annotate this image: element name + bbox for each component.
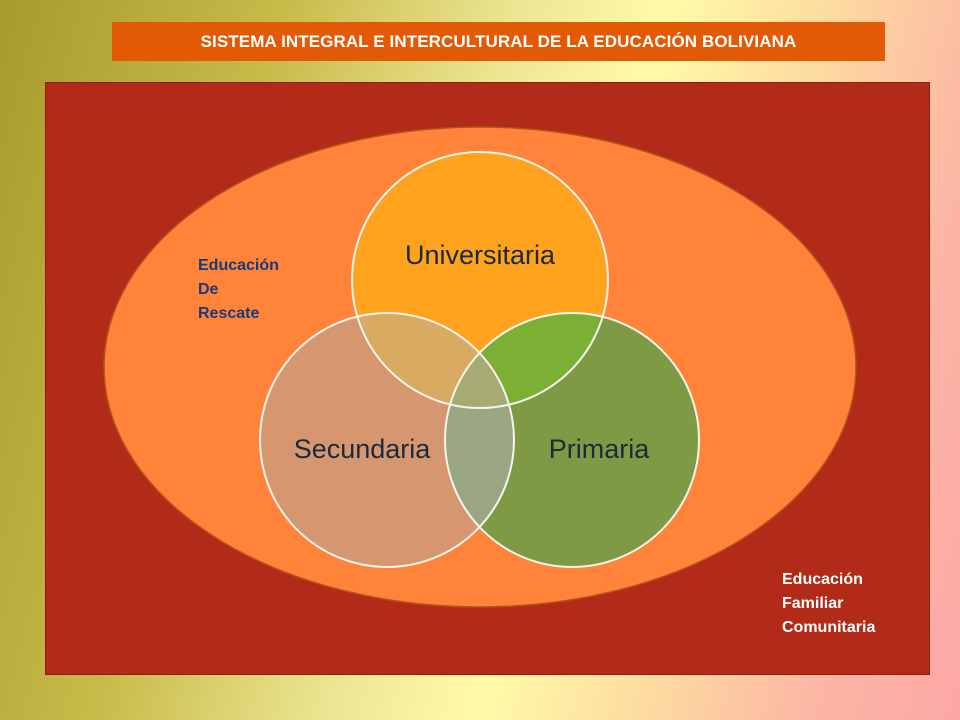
- primaria-outline: [444, 312, 700, 568]
- rescate-line-2: De: [198, 281, 219, 298]
- educacion-familiar-label: Educación Familiar Comunitaria: [782, 568, 875, 640]
- universitaria-outline: [351, 151, 609, 409]
- secundaria-label: Secundaria: [294, 434, 432, 464]
- rescate-line-1: Educación: [198, 257, 279, 274]
- secundaria-outline: [259, 312, 515, 568]
- slide-title-text: SISTEMA INTEGRAL E INTERCULTURAL DE LA E…: [200, 31, 797, 51]
- universitaria-label: Universitaria: [405, 240, 556, 270]
- familiar-line-1: Educación: [782, 571, 863, 588]
- overlap-universitaria-primaria: [445, 313, 608, 408]
- educacion-rescate-label: Educación De Rescate: [198, 254, 279, 326]
- familiar-line-3: Comunitaria: [782, 619, 876, 636]
- slide-title: SISTEMA INTEGRAL E INTERCULTURAL DE LA E…: [112, 22, 885, 61]
- rescate-line-3: Rescate: [198, 305, 260, 322]
- familiar-line-2: Familiar: [782, 595, 844, 612]
- overlap-universitaria-secundaria: [352, 313, 514, 408]
- primaria-label: Primaria: [549, 434, 650, 464]
